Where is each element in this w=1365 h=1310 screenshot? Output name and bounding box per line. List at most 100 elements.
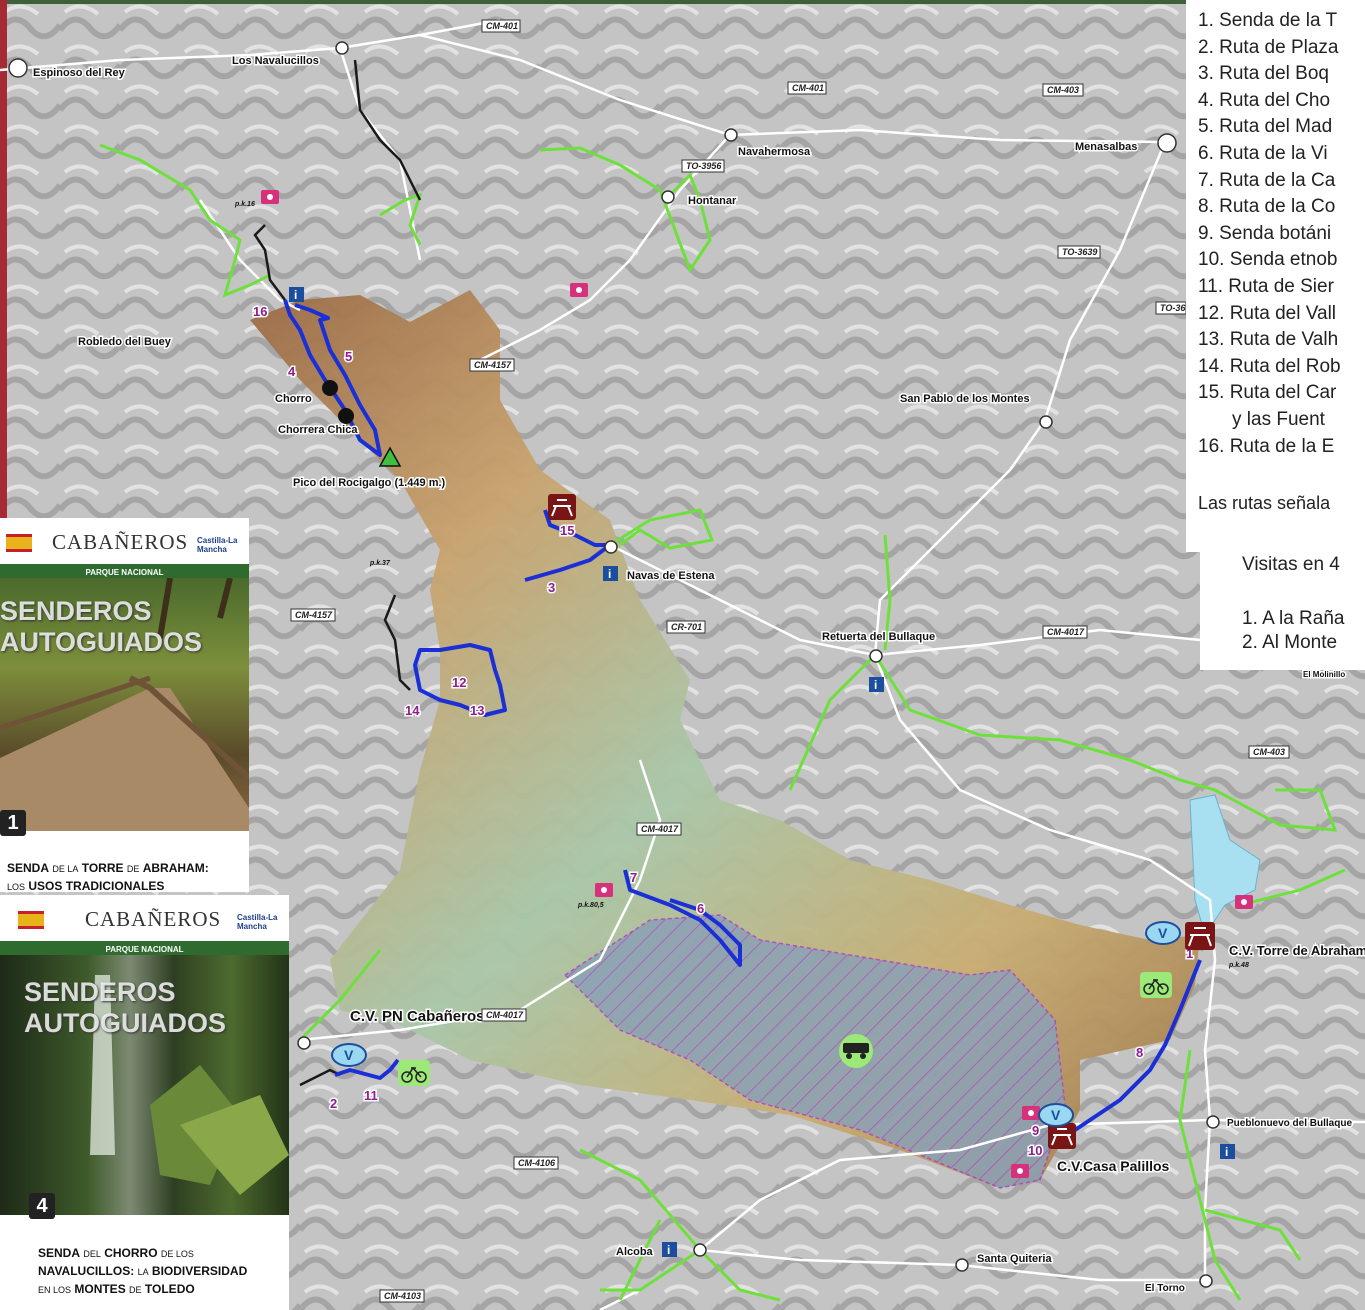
chorro-marker <box>322 380 338 396</box>
km-marks: p.k.16 p.k.37 p.k.80,5 p.k.48 <box>234 201 1249 969</box>
visit-item: 2. Al Monte <box>1242 632 1338 653</box>
road-plate: CR-701 <box>671 622 702 632</box>
brochure-senda-chorro: CABAÑEROS Castilla-La Mancha PARQUE NACI… <box>0 895 289 1310</box>
town-markers <box>8 41 1220 1288</box>
town-navas-estena: Navas de Estena <box>627 570 715 582</box>
legend-route: 4. Ruta del Cho <box>1198 89 1331 111</box>
legend-route: 1. Senda de la T <box>1198 10 1338 31</box>
legend-route: 15. Ruta del Car <box>1198 382 1337 404</box>
road-plate: CM-4157 <box>295 610 333 620</box>
town-menasalbas: Menasalbas <box>1075 141 1137 153</box>
legend-route: 6. Ruta de la Vi <box>1198 142 1328 164</box>
route-number: 11 <box>364 1088 378 1103</box>
road-plate: CM-4157 <box>474 360 512 370</box>
legend-route: 8. Ruta de la Co <box>1198 196 1336 218</box>
road-plate: CM-4106 <box>518 1158 556 1168</box>
route-numbers: 16 5 4 15 3 12 13 14 7 6 2 11 1 8 9 10 <box>252 303 1195 1160</box>
legend-route: 5. Ruta del Mad <box>1198 116 1333 138</box>
info-icon: i <box>603 566 618 581</box>
route-number: 1 <box>1186 946 1193 961</box>
svg-text:i: i <box>874 678 877 692</box>
brochure-header: CABAÑEROS Castilla-La Mancha <box>0 895 289 944</box>
road-plate: CM-401 <box>792 83 824 93</box>
visit-item: 1. A la Raña <box>1242 608 1345 629</box>
camera-icon <box>595 883 613 897</box>
picnic-icon <box>1185 922 1215 950</box>
svg-text:i: i <box>608 567 611 581</box>
route-number: 12 <box>452 675 466 690</box>
spain-flag-icon <box>6 534 32 552</box>
brochure-header: CABAÑEROS Castilla-La Mancha <box>0 518 249 567</box>
visits-title: Visitas en 4 <box>1242 554 1340 575</box>
brochure-number: 1 <box>0 810 26 836</box>
road-plate: CM-4017 <box>1047 627 1085 637</box>
road-plate: CM-4103 <box>384 1291 421 1301</box>
road-plate: CM-4017 <box>486 1010 524 1020</box>
route-number: 16 <box>253 304 267 319</box>
legend-route: 12. Ruta del Vall <box>1198 302 1337 324</box>
legend-panel: 1. Senda de la T 2. Ruta de Plaza 3. Rut… <box>1186 0 1365 552</box>
town-navalucillos: Los Navalucillos <box>232 55 319 67</box>
feature-chorro: Chorro <box>275 393 312 405</box>
blue-routes <box>283 299 1202 1132</box>
visitor-center-palillos: C.V.Casa Palillos <box>1057 1158 1170 1174</box>
visitor-center-pn-label: C.V. PN Cabañeros <box>350 1008 485 1025</box>
route-number: 7 <box>630 870 637 885</box>
top-border-strip <box>0 0 1186 4</box>
route-number: 4 <box>288 364 296 379</box>
info-icon: i <box>289 287 304 302</box>
svg-text:i: i <box>1225 1145 1228 1159</box>
info-icon: i <box>869 677 884 692</box>
waterfall-drawing <box>90 975 289 1195</box>
road-plate: CM-4017 <box>641 824 679 834</box>
km-mark: p.k.48 <box>1228 962 1249 969</box>
town-alcoba: Alcoba <box>616 1246 654 1258</box>
route-number: 10 <box>1028 1143 1042 1158</box>
waterfall-photo: SENDEROS AUTOGUIADOS 🚶 <box>0 955 289 1215</box>
road-plate: TO-3639 <box>1062 247 1097 257</box>
route-number: 9 <box>1032 1123 1039 1138</box>
region-logo: Castilla-La Mancha <box>237 913 278 931</box>
town-navahermosa: Navahermosa <box>738 146 811 158</box>
brochure-title: SENDEROS AUTOGUIADOS <box>0 596 203 657</box>
reservoir-lake <box>1189 794 1261 937</box>
legend-route: 13. Ruta de Valh <box>1198 329 1339 351</box>
town-espinoso: Espinoso del Rey <box>33 67 126 79</box>
road-plate: CM-401 <box>486 21 518 31</box>
bike-icon <box>398 1060 430 1086</box>
legend-route: 3. Ruta del Boq <box>1198 63 1329 85</box>
route-number: 6 <box>697 901 704 916</box>
picnic-icon <box>1048 1123 1076 1149</box>
info-icon: i <box>1220 1144 1235 1159</box>
brochure-band: PARQUE NACIONAL <box>0 944 289 955</box>
boardwalk-drawing <box>0 578 249 831</box>
bike-icon <box>1140 972 1172 998</box>
4x4-vehicle-icon <box>839 1034 873 1068</box>
legend-route: 16. Ruta de la E <box>1198 435 1335 457</box>
road-plate: TO-3956 <box>686 161 722 171</box>
legend-route: 14. Ruta del Rob <box>1198 355 1341 377</box>
svg-text:i: i <box>294 288 297 302</box>
road-plate: CM-403 <box>1253 747 1285 757</box>
legend-route-continuation: y las Fuent <box>1232 408 1325 430</box>
black-routes <box>253 59 422 1087</box>
peak-icon <box>378 446 402 467</box>
town-el-molinillo: El Molinillo <box>1303 670 1345 679</box>
town-retuerta: Retuerta del Bullaque <box>822 631 935 643</box>
spain-flag-icon <box>18 911 44 929</box>
route-list: 1. Senda de la T 2. Ruta de Plaza 3. Rut… <box>1186 0 1365 460</box>
brochure-brand: CABAÑEROS <box>52 530 189 554</box>
town-san-pablo: San Pablo de los Montes <box>900 393 1030 405</box>
road-plate: TO-36 <box>1160 303 1186 313</box>
legend-route: 2. Ruta de Plaza <box>1198 36 1339 58</box>
svg-text:V: V <box>344 1047 354 1063</box>
road-plate: CM-403 <box>1047 85 1079 95</box>
town-santa-quiteria: Santa Quiteria <box>977 1253 1052 1265</box>
legend-note: Las rutas señala <box>1198 493 1331 513</box>
route-number: 15 <box>560 523 574 538</box>
route-number: 8 <box>1136 1045 1143 1060</box>
route-number: 3 <box>548 580 555 595</box>
brochure-caption: SENDA DE LA TORRE DE ABRAHAM: LOS USOS T… <box>7 861 209 892</box>
visitor-center-icon: V <box>1038 1103 1074 1127</box>
camera-icon <box>1235 895 1253 909</box>
